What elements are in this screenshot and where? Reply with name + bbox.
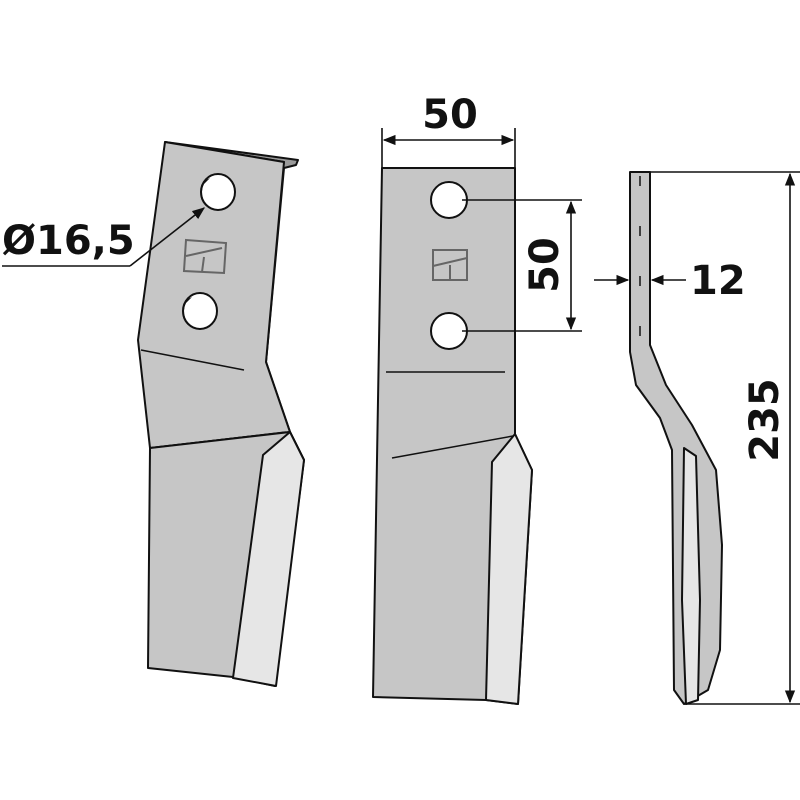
blade-side-view <box>629 171 723 705</box>
hole-diameter-leader-arrow <box>129 207 206 267</box>
width-label: 50 <box>422 92 478 138</box>
thickness-label: 12 <box>690 258 746 304</box>
hole-diameter-label: Ø16,5 <box>2 218 135 264</box>
blade-perspective-bend-line <box>140 349 245 371</box>
hole-spacing-dimension: 50 <box>462 199 582 332</box>
width-dimension: 50 <box>381 92 516 168</box>
blade-perspective-hole-shadow <box>182 297 194 328</box>
hole-spacing-label: 50 <box>522 237 568 293</box>
blade-front-view <box>372 167 533 705</box>
blade-side-bevel <box>681 447 701 705</box>
maker-logo-icon <box>432 249 468 281</box>
blade-front-hole <box>430 181 468 219</box>
length-label: 235 <box>742 378 788 462</box>
blade-perspective-view <box>137 141 305 687</box>
blade-front-hole <box>430 312 468 350</box>
length-dimension: 235 <box>650 171 800 705</box>
blade-front-bevel <box>485 433 533 705</box>
thickness-dimension: 12 <box>594 258 746 304</box>
blade-side-body <box>629 171 723 705</box>
blade-perspective-bend-line <box>149 431 287 449</box>
blade-front-bend-line <box>391 435 514 459</box>
blade-perspective-hole-shadow <box>200 178 212 209</box>
hole-diameter-callout: Ø16,5 <box>2 207 206 267</box>
blade-perspective-bevel <box>232 431 305 687</box>
maker-logo-icon <box>182 238 228 275</box>
